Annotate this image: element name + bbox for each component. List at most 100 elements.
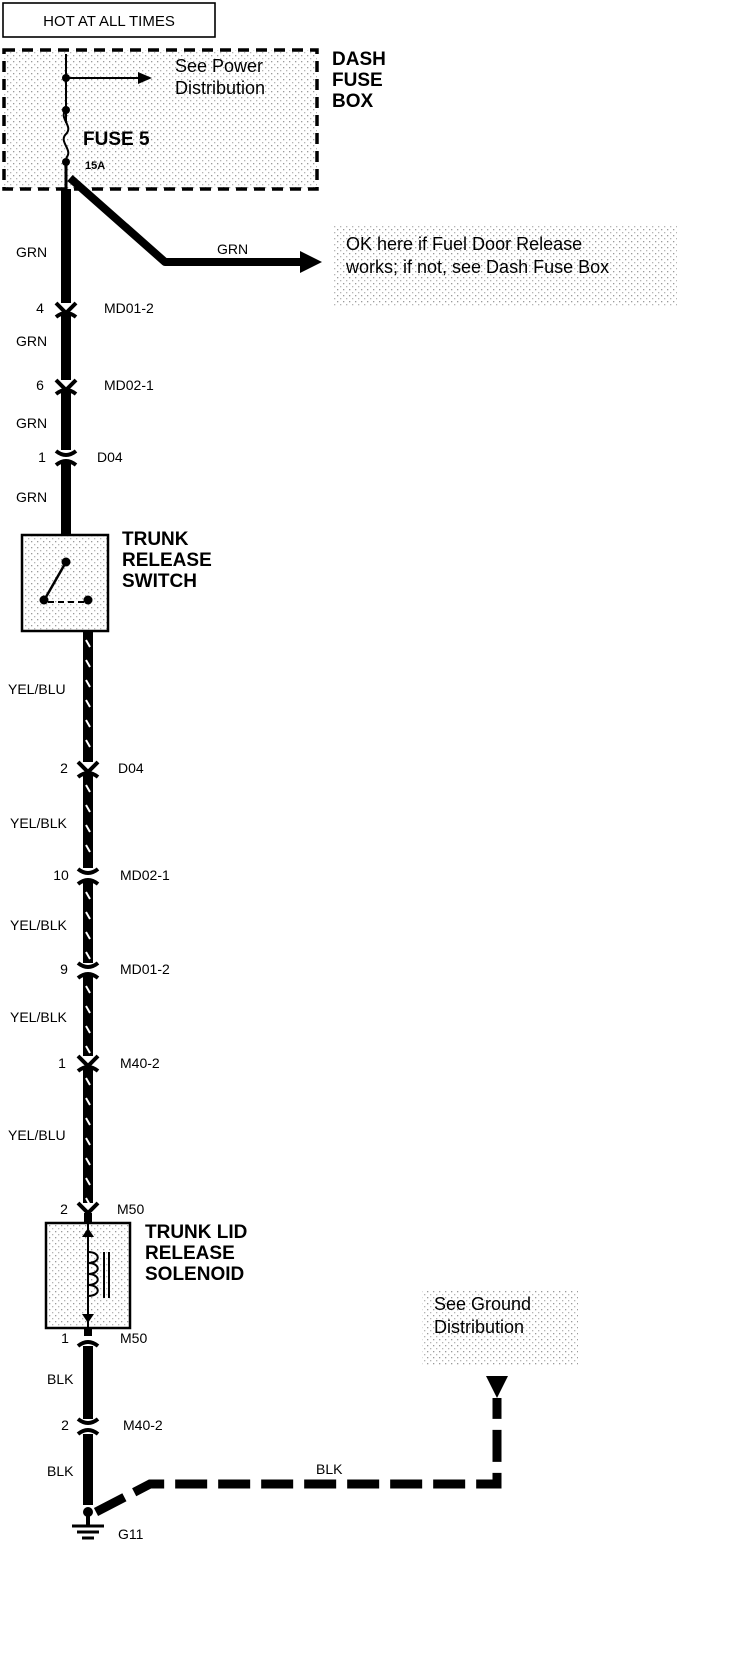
connector-name: MD01-2 [104,300,154,316]
ground-distribution-note-line2: Distribution [434,1317,524,1337]
power-distribution-note-line2: Distribution [175,78,265,98]
connector-m40-2-top: 1 M40-2 [58,1054,160,1073]
solenoid-arrow-up [82,1228,94,1237]
wire-stripe-mark [85,931,91,940]
connector-pin: 2 [61,1417,69,1433]
wire-stripe-mark [85,659,91,668]
fuel-door-note-line1: OK here if Fuel Door Release [346,234,582,254]
wire-color-label: YEL/BLK [10,1009,67,1025]
wire-stripe-mark [85,679,91,688]
power-source-box: HOT AT ALL TIMES [2,2,216,38]
branch-arrow [300,251,322,273]
connector-d04-bottom: 2 D04 [60,760,144,779]
ground-distribution-note-box [422,1290,578,1365]
fuel-door-note-box [334,226,677,306]
solenoid-label-line2: RELEASE [145,1243,235,1264]
switch-label-line3: SWITCH [122,571,197,592]
solenoid-coil [87,1251,99,1297]
solenoid-arrow-down [82,1314,94,1323]
wire-stripe-mark [85,951,91,960]
wire-stripe-mark [85,985,91,994]
connector-md01-2-bottom: 9 MD01-2 [60,961,170,980]
ground-distribution-note-line1: See Ground [434,1294,531,1314]
ground-distribution-arrow [486,1376,508,1398]
yel-circuit: YEL/BLU YEL/BLK YEL/BLK YEL/BLK YEL/BLU [8,631,93,1203]
wire-color-label: YEL/BLU [8,681,66,697]
wire-color-label: GRN [16,415,47,431]
solenoid-label-line1: TRUNK LID [145,1222,247,1243]
connector-name: M40-2 [123,1417,163,1433]
wire-stripe-mark [85,1117,91,1126]
fuel-door-note-line2: works; if not, see Dash Fuse Box [345,257,609,277]
wire-stripe-mark [85,1045,91,1054]
switch-box [20,533,110,633]
switch-contact [39,595,49,605]
connector-d04-top: 1 D04 [38,449,123,467]
connector-m50-top: 2 M50 [60,1201,144,1223]
switch-output-contact [83,595,93,605]
wire-stripe-mark [85,639,91,648]
connector-pin: 1 [58,1055,66,1071]
connector-pin: 6 [36,377,44,393]
fuse-label: FUSE 5 [83,129,150,150]
wire-stripe-mark [85,1005,91,1014]
connector-pin: 1 [61,1330,69,1346]
connector-md01-2-top: 4 MD01-2 [36,300,154,319]
wire-stripe-mark [85,844,91,853]
wire-stripe-mark [85,1025,91,1034]
connector-pin: 2 [60,760,68,776]
fuel-door-branch: GRN OK here if Fuel Door Release works; … [67,175,677,306]
connector-name: MD02-1 [120,867,170,883]
ground-name: G11 [118,1526,144,1542]
connector-name: M50 [120,1330,147,1346]
fuse-rating: 15A [85,160,105,172]
wire-stripe-mark [85,1137,91,1146]
wire-stripe-mark [85,1177,91,1186]
connector-md02-1-top: 6 MD02-1 [36,377,154,396]
ground-distribution-wire [93,1398,502,1516]
ground-icon [72,1524,104,1540]
ground-circuit: 1 M50 BLK 2 M40-2 BLK BLK See Ground Dis… [47,1290,578,1542]
branch-wire [67,175,302,266]
trunk-release-switch: TRUNK RELEASE SWITCH [20,529,212,633]
fuse-5-symbol [62,109,70,159]
switch-label-line1: TRUNK [122,529,189,550]
wire-stripe-mark [85,804,91,813]
connector-name: M50 [117,1201,144,1217]
wire-stripe-mark [85,1157,91,1166]
wire-color-label: BLK [47,1371,74,1387]
connector-name: MD01-2 [120,961,170,977]
power-distribution-note-line1: See Power [175,56,263,76]
wire-stripe-mark [85,1197,91,1206]
power-distribution-arrow [138,72,152,84]
connector-name: MD02-1 [104,377,154,393]
wire-stripe-mark [85,1077,91,1086]
wire-stripe-mark [85,911,91,920]
connector-name: D04 [97,449,123,465]
wire-stripe-mark [85,719,91,728]
wire-color-label: YEL/BLK [10,917,67,933]
connector-pin: 1 [38,449,46,465]
wire-color-label: GRN [16,244,47,260]
branch-wire-color: GRN [217,241,248,257]
wire-stripe-mark [85,699,91,708]
wire-color-label: YEL/BLK [10,815,67,831]
fuse-box-label-line1: DASH [332,49,386,70]
connector-name: D04 [118,760,144,776]
wire-stripe-mark [85,891,91,900]
connector-pin: 2 [60,1201,68,1217]
wire-stripe-marks [85,639,91,1206]
connector-pin: 9 [60,961,68,977]
wire-color-label: GRN [16,489,47,505]
grn-circuit: GRN GRN GRN GRN [16,189,71,535]
switch-lever [44,561,68,598]
wire-stripe-mark [85,739,91,748]
wire-stripe-mark [85,1097,91,1106]
connector-pin: 10 [53,867,69,883]
switch-label-line2: RELEASE [122,550,212,571]
solenoid-label-line3: SOLENOID [145,1264,244,1285]
connector-md02-1-bottom: 10 MD02-1 [53,867,170,886]
fuse-box-label-line3: BOX [332,91,374,112]
trunk-lid-release-solenoid: TRUNK LID RELEASE SOLENOID [44,1221,247,1330]
